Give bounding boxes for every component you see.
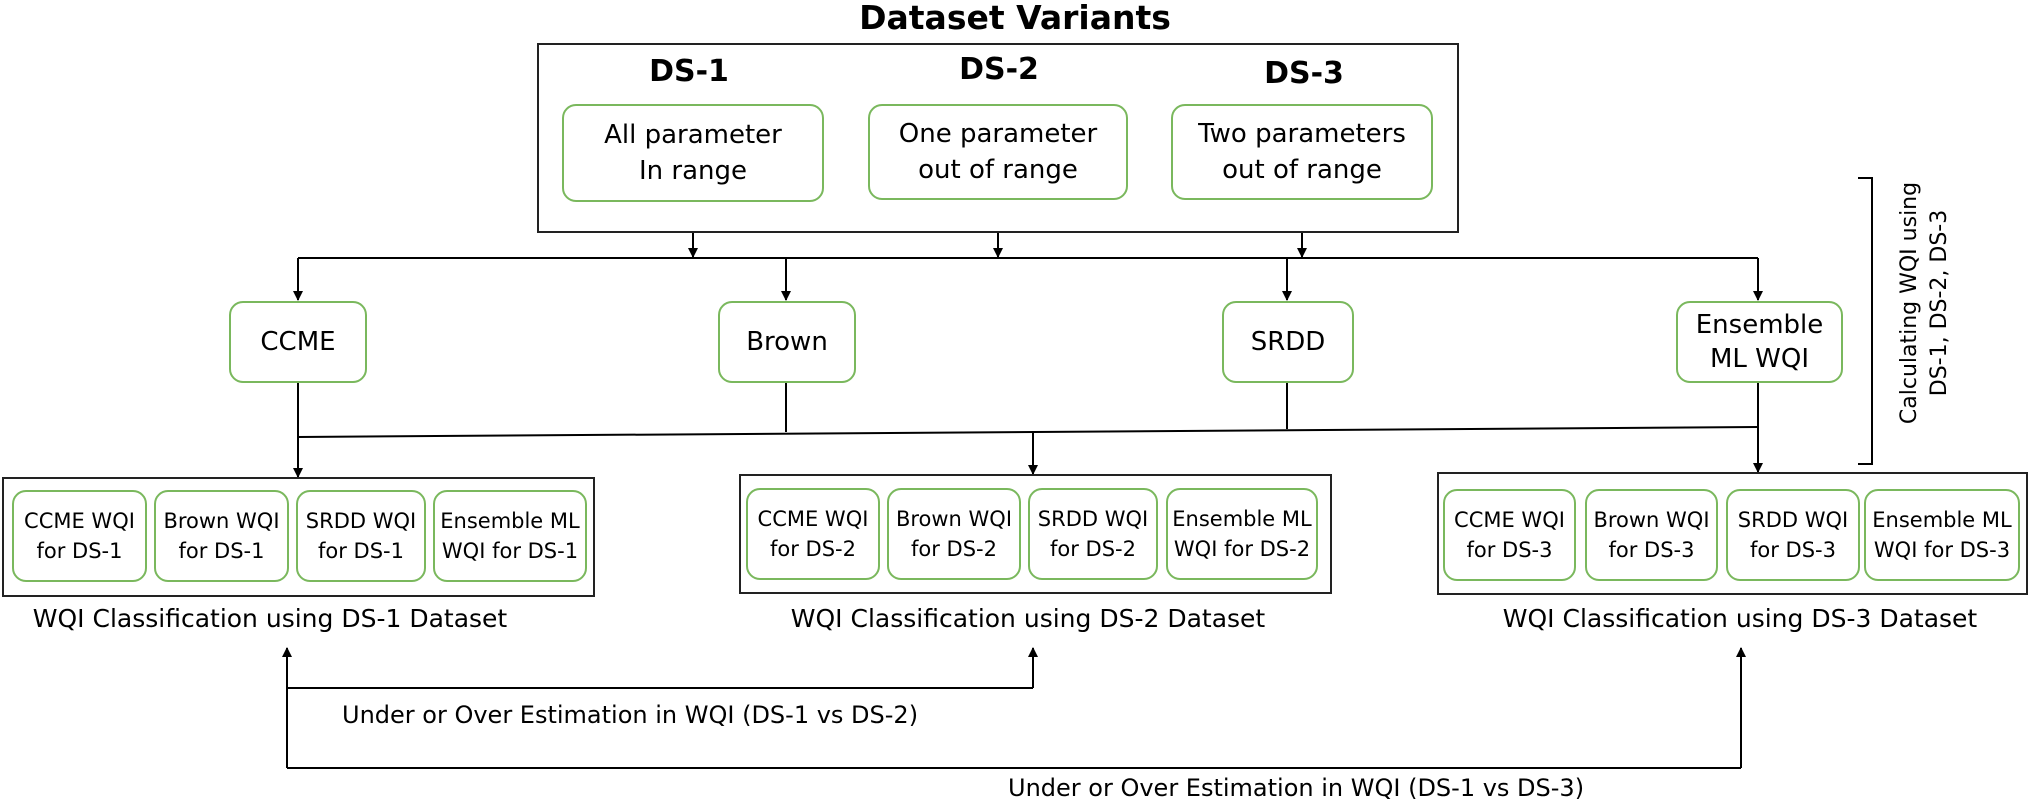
group-ds3-item-ensemble: Ensemble ML WQI for DS-3	[1864, 489, 2020, 581]
group-ds3-frame	[1437, 472, 2028, 595]
group-ds1-item-ccme-line2: for DS-1	[36, 539, 123, 563]
group-ds3-item-srdd: SRDD WQI for DS-3	[1726, 489, 1860, 581]
group-ds2-frame	[739, 474, 1332, 594]
group-ds2-item-srdd: SRDD WQI for DS-2	[1028, 488, 1158, 580]
comparison-ds1-vs-ds2: Under or Over Estimation in WQI (DS-1 vs…	[342, 701, 919, 729]
group-ds1-item-brown-line2: for DS-1	[178, 539, 265, 563]
comparison-ds1-vs-ds3: Under or Over Estimation in WQI (DS-1 vs…	[1008, 774, 1585, 802]
method-ensemble-line2: ML WQI	[1709, 344, 1810, 374]
ds1-variant-line1: All parameter	[604, 120, 782, 150]
group-ds3-caption: WQI Classification using DS-3 Dataset	[1502, 604, 1978, 633]
group-ds2-caption: WQI Classification using DS-2 Dataset	[790, 604, 1266, 633]
method-ensemble-box: Ensemble ML WQI	[1676, 301, 1843, 383]
ds2-variant-line2: out of range	[918, 155, 1078, 185]
method-srdd-box: SRDD	[1222, 301, 1354, 383]
group-ds2-item-srdd-line1: SRDD WQI	[1037, 507, 1149, 531]
group-ds3-item-srdd-line2: for DS-3	[1750, 538, 1836, 562]
group-ds2-item-ensemble-line2: WQI for DS-2	[1173, 537, 1311, 561]
group-ds2-item-ensemble-line1: Ensemble ML	[1172, 507, 1312, 531]
ds2-heading: DS-2	[959, 52, 1039, 87]
ds3-variant-box: Two parameters out of range	[1171, 104, 1433, 200]
group-ds3-item-brown-line2: for DS-3	[1608, 538, 1695, 562]
group-ds2-item-brown-line1: Brown WQI	[895, 507, 1013, 531]
ds1-heading: DS-1	[649, 54, 729, 89]
method-ensemble-line1: Ensemble	[1695, 310, 1824, 340]
group-ds1-item-srdd-line1: SRDD WQI	[305, 509, 417, 533]
method-ccme-box: CCME	[229, 301, 367, 383]
side-label-line1: Calculating WQI using	[1897, 181, 1922, 425]
group-ds3-item-srdd-line1: SRDD WQI	[1737, 508, 1849, 532]
ds3-variant-line2: out of range	[1222, 155, 1382, 185]
method-brown-box: Brown	[718, 301, 856, 383]
group-ds1-item-ccme-line1: CCME WQI	[24, 509, 135, 533]
group-ds1-caption: WQI Classification using DS-1 Dataset	[32, 604, 508, 633]
method-ccme-label: CCME	[260, 327, 336, 357]
ds3-heading: DS-3	[1264, 56, 1344, 91]
group-ds2-item-ensemble: Ensemble ML WQI for DS-2	[1166, 488, 1318, 580]
ds1-variant-line2: In range	[638, 156, 747, 186]
side-bracket	[1858, 177, 1873, 465]
group-ds1-item-ensemble-line2: WQI for DS-1	[441, 539, 579, 563]
ds1-variant-box: All parameter In range	[562, 104, 824, 202]
group-ds2-item-srdd-line2: for DS-2	[1050, 537, 1136, 561]
group-ds3-item-ensemble-line1: Ensemble ML	[1872, 508, 2012, 532]
method-srdd-label: SRDD	[1250, 327, 1326, 357]
group-ds1-item-srdd: SRDD WQI for DS-1	[296, 490, 426, 582]
group-ds1-item-ccme: CCME WQI for DS-1	[12, 490, 147, 582]
group-ds3-item-ccme: CCME WQI for DS-3	[1443, 489, 1576, 581]
group-ds1-item-ensemble-line1: Ensemble ML	[440, 509, 580, 533]
group-ds2-item-brown-line2: for DS-2	[911, 537, 997, 561]
group-ds1-item-srdd-line2: for DS-1	[318, 539, 404, 563]
group-ds3-item-ensemble-line2: WQI for DS-3	[1873, 538, 2011, 562]
group-ds2-item-ccme-line1: CCME WQI	[757, 507, 869, 531]
ds3-variant-line1: Two parameters	[1198, 119, 1406, 149]
group-ds3-item-ccme-line1: CCME WQI	[1454, 508, 1565, 532]
group-ds3-item-ccme-line2: for DS-3	[1466, 538, 1553, 562]
group-ds2-item-ccme: CCME WQI for DS-2	[746, 488, 880, 580]
group-ds1-item-ensemble: Ensemble ML WQI for DS-1	[433, 490, 587, 582]
dataset-variants-frame	[537, 43, 1459, 233]
ds2-variant-line1: One parameter	[898, 119, 1098, 149]
collection-bus	[297, 426, 1759, 438]
group-ds1-frame	[2, 477, 595, 597]
group-ds3-item-brown-line1: Brown WQI	[1593, 508, 1710, 532]
side-label-line2: DS-1, DS-2, DS-3	[1927, 209, 1952, 397]
method-brown-label: Brown	[746, 327, 828, 357]
group-ds2-item-ccme-line2: for DS-2	[770, 537, 856, 561]
diagram-title: Dataset Variants	[859, 0, 1171, 37]
ds2-variant-box: One parameter out of range	[868, 104, 1128, 200]
group-ds1-item-brown: Brown WQI for DS-1	[154, 490, 289, 582]
group-ds3-item-brown: Brown WQI for DS-3	[1585, 489, 1718, 581]
group-ds1-item-brown-line1: Brown WQI	[163, 509, 280, 533]
group-ds2-item-brown: Brown WQI for DS-2	[887, 488, 1021, 580]
